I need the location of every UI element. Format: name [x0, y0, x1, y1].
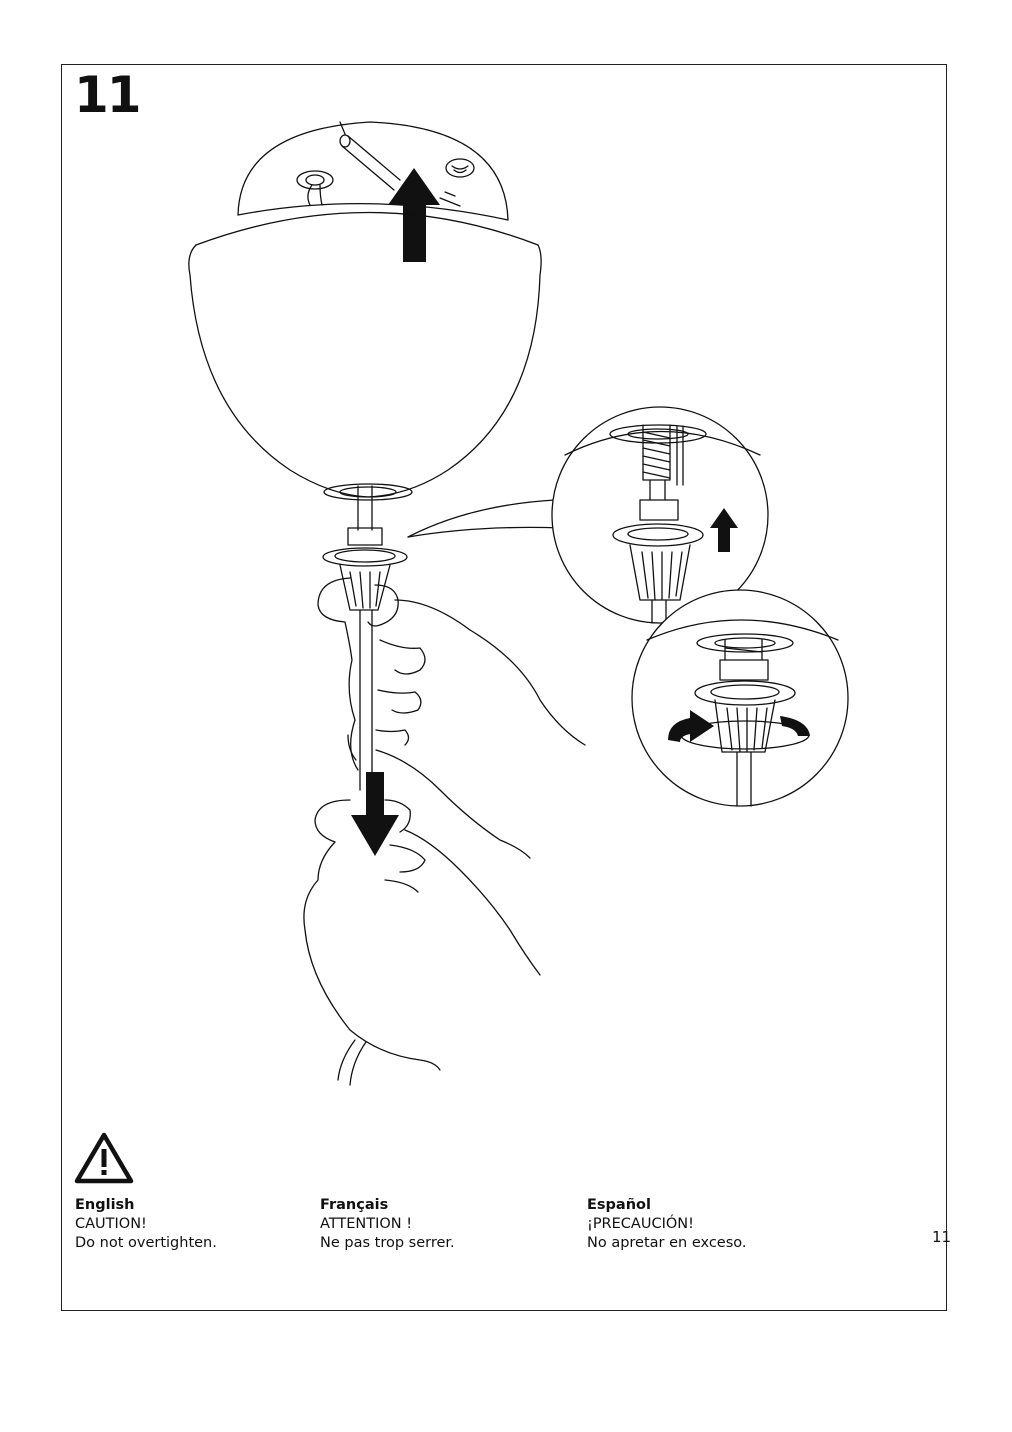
assembly-illustration — [188, 121, 849, 1086]
language-block-english: English CAUTION! Do not overtighten. — [75, 1196, 217, 1253]
detail-lift-nut — [551, 406, 769, 624]
caution-text: ¡PRECAUCIÓN! — [587, 1216, 694, 1232]
lamp-shade — [188, 211, 542, 501]
rotate-arrow-left-icon — [668, 710, 714, 742]
language-block-espanol: Español ¡PRECAUCIÓN! No apretar en exces… — [587, 1196, 747, 1253]
caution-text: CAUTION! — [75, 1216, 147, 1232]
rotate-arrow-right-icon — [780, 716, 810, 736]
upper-hand — [317, 577, 586, 859]
instruction-text: No apretar en exceso. — [587, 1235, 747, 1251]
detail-tighten-nut — [631, 589, 849, 807]
step-number: 11 — [74, 66, 142, 124]
language-title: Français — [320, 1197, 389, 1213]
language-title: Español — [587, 1197, 651, 1213]
instruction-text: Do not overtighten. — [75, 1235, 217, 1251]
page-number: 11 — [932, 1228, 952, 1246]
cord-grip — [322, 485, 408, 791]
lower-hand — [303, 799, 541, 1086]
warning-triangle-icon — [74, 1132, 134, 1184]
callout-pointer — [407, 499, 556, 538]
language-title: English — [75, 1197, 135, 1213]
caution-text: ATTENTION ! — [320, 1216, 413, 1232]
arrow-down-icon — [351, 772, 399, 856]
arrow-up-small-icon — [710, 508, 738, 552]
instruction-text: Ne pas trop serrer. — [320, 1235, 455, 1251]
ceiling-canopy — [237, 121, 509, 221]
instruction-panel — [61, 64, 947, 1311]
language-block-francais: Français ATTENTION ! Ne pas trop serrer. — [320, 1196, 455, 1253]
